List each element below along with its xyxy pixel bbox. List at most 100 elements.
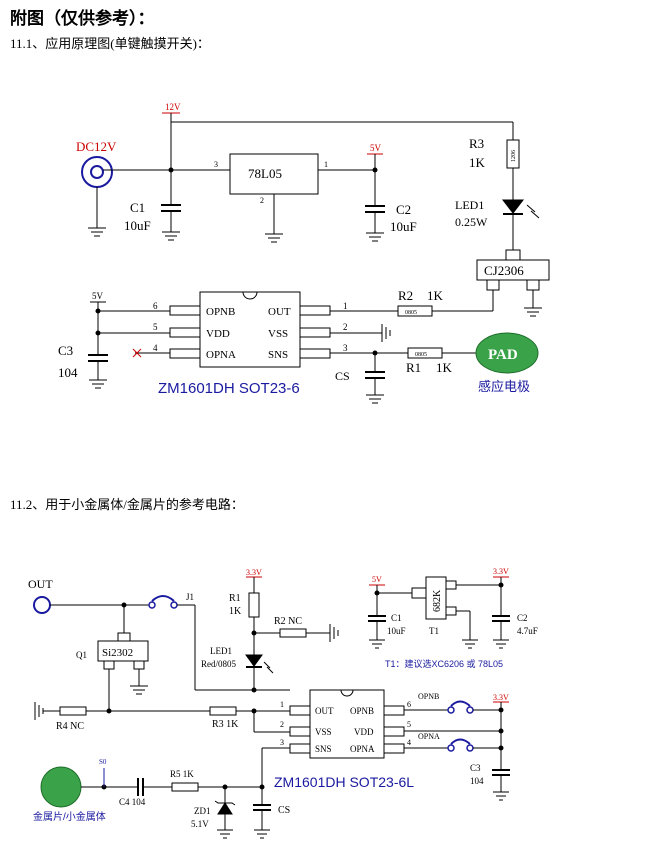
section2-heading: 11.2、用于小金属体/金属片的参考电路： xyxy=(10,497,244,512)
no-connect-x-icon xyxy=(132,348,142,358)
opnb-label: OPNB xyxy=(418,692,439,701)
jumper-opna-icon xyxy=(447,738,474,752)
r3-body xyxy=(209,706,237,716)
ic2-pin xyxy=(289,743,311,754)
circuit1-led-section: 1206 R3 1K LED1 0.25W CJ2306 xyxy=(455,122,550,317)
pad-label: PAD xyxy=(488,347,518,363)
ic2-pin xyxy=(383,726,405,737)
r3-body-label: 1206 xyxy=(511,150,517,162)
r2-name: R2 xyxy=(398,288,413,303)
q1-pin xyxy=(133,660,145,670)
rail-5v-label: 5V xyxy=(370,143,382,153)
s0-label: S0 xyxy=(99,758,107,766)
ic2-pin xyxy=(289,726,311,737)
section1-heading: 11.1、应用原理图(单键触摸开关)： xyxy=(10,36,210,51)
circuit2-sensor-section: 金属片/小金属体 S0 C4 104 R5 1K ZD1 5.1V xyxy=(33,758,290,839)
r3-label: R3 1K xyxy=(212,719,239,730)
ic1-pin xyxy=(169,305,201,316)
r5-label: R5 1K xyxy=(170,769,194,779)
t1-pin xyxy=(445,606,457,616)
ic1-part-label: ZM1601DH SOT23-6 xyxy=(158,380,300,397)
dc-jack-icon xyxy=(81,156,113,188)
ic1-pin-sns: SNS xyxy=(268,349,288,361)
ic1-5v-label: 5V xyxy=(92,291,104,301)
ground-icon xyxy=(462,639,478,649)
rail-5v-label: 5V xyxy=(372,575,382,584)
q1-part: Si2302 xyxy=(102,647,133,659)
junction-dot xyxy=(498,582,504,588)
cj2306-pin xyxy=(505,249,521,261)
ic1-pin-opnb: OPNB xyxy=(206,306,235,318)
led-icon xyxy=(245,654,274,674)
ic2-pin xyxy=(383,743,405,754)
regulator-label: 78L05 xyxy=(248,166,282,181)
circuit2-ic-section: OUT VSS SNS OPNB VDD OPNA 1 2 3 6 5 4 3.… xyxy=(261,689,510,805)
c3-value: 104 xyxy=(58,365,78,380)
led-value: 0.25W xyxy=(455,215,488,229)
cj2306-pin xyxy=(526,279,540,291)
ground-icon xyxy=(89,379,107,389)
ic1-pin-number: 1 xyxy=(343,301,348,311)
c1-value: 10uF xyxy=(387,626,406,636)
c4-label: C4 104 xyxy=(119,797,146,807)
reg-pin-label: 1 xyxy=(324,160,328,169)
c3-name: C3 xyxy=(470,763,481,773)
ground-icon xyxy=(130,685,148,695)
zd1-value: 5.1V xyxy=(191,819,209,829)
rail-12v-label: 12V xyxy=(165,102,181,112)
ic1-pin-number: 3 xyxy=(343,343,348,353)
ic2-pin xyxy=(289,705,311,716)
ground-icon xyxy=(366,394,384,404)
ground-icon xyxy=(34,702,44,720)
c1-name: C1 xyxy=(391,613,402,623)
r1-name: R1 xyxy=(229,593,241,604)
out-terminal-icon xyxy=(33,596,51,614)
ic1-pin-number: 5 xyxy=(153,322,158,332)
jumper-opnb-icon xyxy=(447,700,474,714)
rail-33v-label: 3.3V xyxy=(493,567,509,576)
r1-body-label: 0805 xyxy=(415,352,427,358)
ic2-pin-number: 6 xyxy=(407,700,411,709)
ic2-pin-opnb: OPNB xyxy=(350,706,374,716)
ic2-part-label: ZM1601DH SOT23-6L xyxy=(274,774,414,790)
cj2306-pin xyxy=(486,279,500,291)
cj2306-label: CJ2306 xyxy=(484,263,524,278)
ground-icon xyxy=(493,639,509,649)
ic1-pin-number: 2 xyxy=(343,322,348,332)
r3-name: R3 xyxy=(469,136,484,151)
ground-icon xyxy=(493,791,509,801)
pad-caption: 感应电极 xyxy=(478,379,530,394)
ic1-pin-vdd: VDD xyxy=(206,328,230,340)
ground-icon xyxy=(265,233,283,243)
ic2-pin-number: 4 xyxy=(407,738,411,747)
circuit2-led-section: 3.3V R1 1K R2 NC LED1 Red/0805 xyxy=(201,568,339,690)
ic2-pin-number: 1 xyxy=(280,700,284,709)
t1-pin xyxy=(445,580,457,590)
c3-name: C3 xyxy=(58,343,73,358)
ic1-pin xyxy=(169,327,201,338)
cs-label: CS xyxy=(278,805,290,816)
junction-dot xyxy=(95,308,101,314)
ic1-pin-number: 4 xyxy=(153,343,158,353)
ic1-notch xyxy=(242,291,258,300)
zd1-name: ZD1 xyxy=(194,806,211,816)
metal-plate-icon xyxy=(40,766,82,808)
r3-value: 1K xyxy=(469,155,486,170)
r1-name: R1 xyxy=(406,360,421,375)
r2-body-label: 0805 xyxy=(405,310,417,316)
q1-label: Q1 xyxy=(76,650,87,660)
circuit2-regulator-section: 5V C1 10uF 682K T1 3.3V xyxy=(368,567,538,669)
q1-body xyxy=(97,640,149,662)
ground-icon xyxy=(381,324,391,342)
ic1-pin-number: 6 xyxy=(153,301,158,311)
ic2-notch xyxy=(340,689,354,697)
r4-label: R4 NC xyxy=(56,721,84,732)
ic2-pin-number: 3 xyxy=(280,738,284,747)
ground-icon xyxy=(162,231,180,241)
jumper-j1-icon xyxy=(148,595,178,609)
page-title: 附图（仅供参考）： xyxy=(10,9,155,29)
out-label: OUT xyxy=(28,577,53,591)
ic2-pin-number: 5 xyxy=(407,720,411,729)
ic2-pin-number: 2 xyxy=(280,720,284,729)
